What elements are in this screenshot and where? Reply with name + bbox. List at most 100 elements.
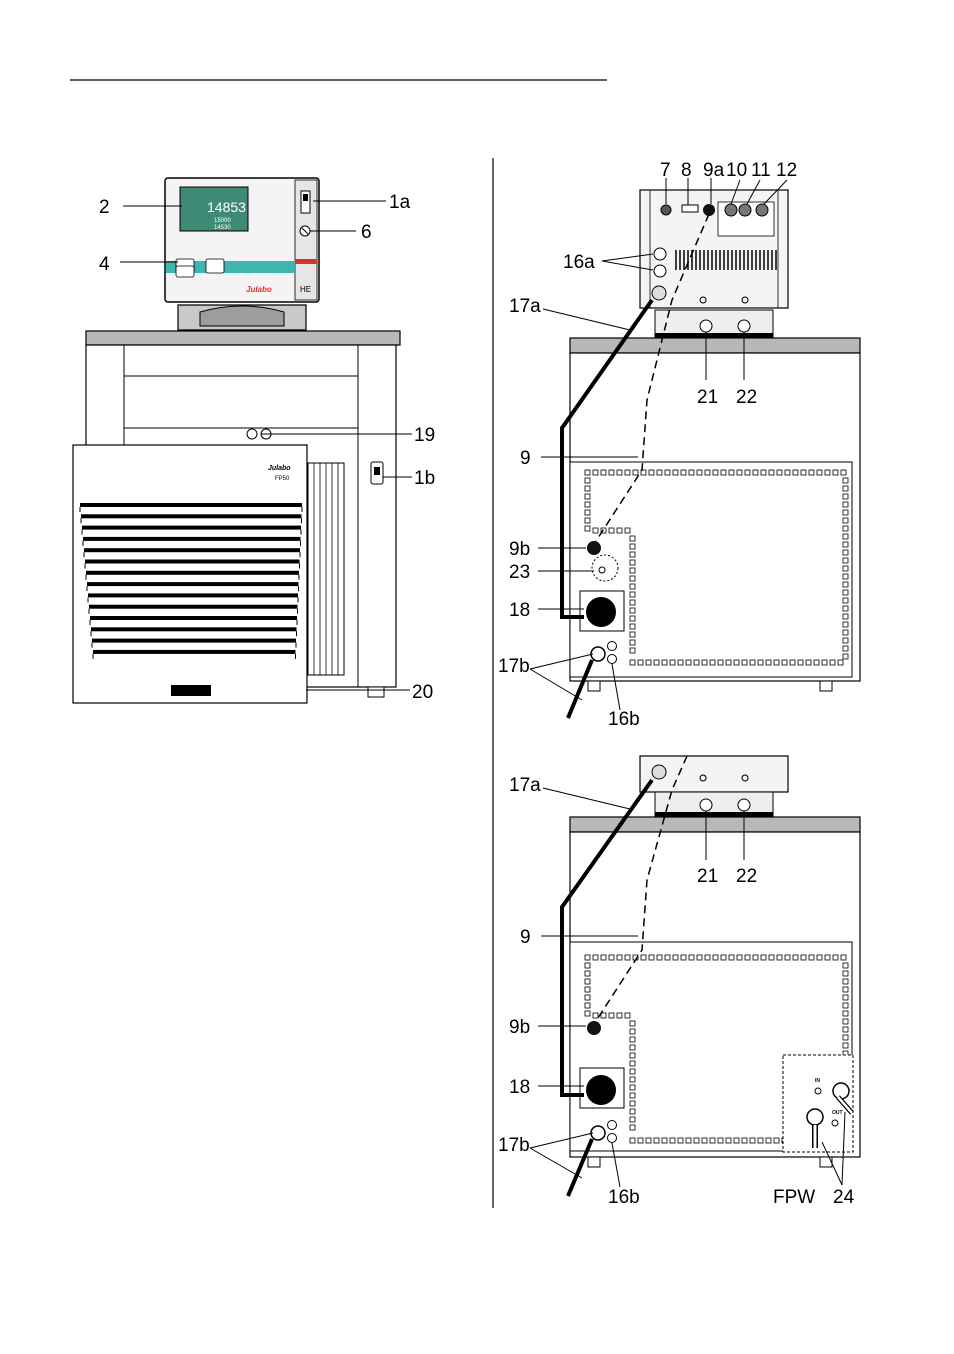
vent-hole: [842, 1010, 849, 1017]
vent-hole: [757, 1137, 764, 1144]
vent-hole: [592, 527, 599, 534]
vent-hole: [842, 637, 849, 644]
vent-hole: [741, 1137, 748, 1144]
callout-18: 18: [509, 600, 530, 621]
vent-hole: [842, 573, 849, 580]
callout-17b: 17b: [498, 656, 530, 677]
brand-logo: Julabo: [246, 285, 272, 294]
callout-9-b: 9: [520, 927, 531, 948]
vent-hole: [592, 469, 599, 476]
vent-hole: [842, 581, 849, 588]
vent-hole: [648, 954, 655, 961]
vent-hole: [645, 1137, 652, 1144]
reset-23: [591, 554, 619, 582]
vent-hole: [584, 517, 591, 524]
serial-port-8: [681, 204, 699, 213]
callout-7: 7: [660, 160, 671, 181]
vent-hole: [797, 659, 804, 666]
fuse-16b-bottom: [607, 654, 617, 664]
callout-9b: 9b: [509, 539, 530, 560]
vent-hole: [608, 527, 615, 534]
vent-hole: [624, 954, 631, 961]
vent-hole: [677, 659, 684, 666]
vent-hole: [744, 469, 751, 476]
vent-hole: [704, 954, 711, 961]
pump-port-21: [699, 319, 713, 333]
vent-hole: [629, 583, 636, 590]
louvre-slat: [89, 604, 298, 609]
vent-hole: [653, 659, 660, 666]
vent-hole: [773, 659, 780, 666]
vent-hole: [712, 469, 719, 476]
panel-handle: [171, 685, 211, 696]
vent-hole: [629, 1076, 636, 1083]
vent-hole: [741, 659, 748, 666]
switch-rocker: [303, 194, 308, 201]
vent-hole: [757, 659, 764, 666]
rear-vent-grid: [584, 469, 849, 666]
vent-hole: [792, 469, 799, 476]
vent-hole: [728, 469, 735, 476]
socket-18-2: [586, 1075, 616, 1105]
vent-hole: [842, 605, 849, 612]
vent-hole: [808, 954, 815, 961]
callout-16b-b: 16b: [608, 1187, 640, 1208]
key-enter: [205, 258, 225, 274]
vent-hole: [629, 1020, 636, 1027]
vent-hole: [749, 659, 756, 666]
rear-cooler-plate: [569, 337, 861, 354]
vent-hole: [842, 645, 849, 652]
callout-16b: 16b: [608, 709, 640, 730]
vent-hole: [629, 1100, 636, 1107]
vent-hole: [616, 1012, 623, 1019]
callout-21-b: 21: [697, 866, 718, 887]
vent-hole: [736, 469, 743, 476]
vent-hole: [680, 469, 687, 476]
vent-hole: [808, 469, 815, 476]
vent-hole: [816, 954, 823, 961]
port-in-label: IN: [815, 1078, 820, 1084]
vent-hole: [608, 469, 615, 476]
alarm-cable-9-2: [595, 755, 688, 1022]
vent-hole: [584, 477, 591, 484]
vent-hole: [584, 1002, 591, 1009]
vent-hole: [624, 1012, 631, 1019]
alarm-output-9b: [587, 541, 601, 555]
pump-port-22-b: [737, 798, 751, 812]
louvre-slat: [81, 514, 302, 519]
controller-model: HE: [300, 285, 311, 294]
vent-hole: [842, 541, 849, 548]
vent-hole: [629, 1137, 636, 1144]
vent-hole: [776, 954, 783, 961]
vent-hole: [709, 659, 716, 666]
vent-hole: [629, 575, 636, 582]
vent-hole: [733, 1137, 740, 1144]
callout-labels: 2 1a 6 4 19 1b 20 7 8 9a 10 11 12 16a 17…: [99, 160, 855, 1208]
vent-hole: [624, 527, 631, 534]
vent-hole: [637, 659, 644, 666]
vent-hole: [842, 1002, 849, 1009]
vent-hole: [680, 954, 687, 961]
socket-7: [660, 204, 672, 216]
vent-hole: [624, 469, 631, 476]
callout-18-b: 18: [509, 1077, 530, 1098]
front-view: 14853 15000 14530 Julabo HE: [72, 177, 401, 704]
louvre-slat: [82, 525, 301, 530]
vent-hole: [752, 954, 759, 961]
vent-hole: [661, 659, 668, 666]
vent-hole: [842, 1042, 849, 1049]
vent-hole: [688, 954, 695, 961]
vent-hole: [842, 557, 849, 564]
vent-hole: [653, 1137, 660, 1144]
port-out-label: OUT: [832, 1110, 843, 1116]
vent-hole: [842, 533, 849, 540]
vent-hole: [656, 954, 663, 961]
cable-17a-to-18-2: [560, 778, 654, 1097]
alarm-output-9b-2: [587, 1021, 601, 1035]
callout-fpw: FPW: [773, 1187, 815, 1208]
vent-hole: [640, 954, 647, 961]
louvre-slat: [86, 570, 299, 575]
vent-hole: [842, 549, 849, 556]
callout-9b-b: 9b: [509, 1017, 530, 1038]
